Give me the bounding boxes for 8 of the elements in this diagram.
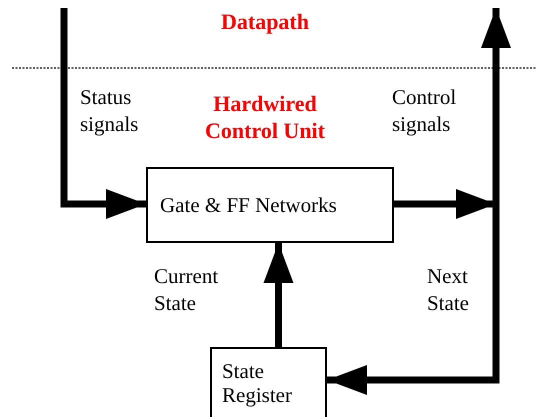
box-label: Gate & FF Networks bbox=[160, 193, 337, 217]
arrow bbox=[60, 8, 146, 219]
section-title: Hardwired Control Unit bbox=[204, 90, 326, 144]
process-box bbox=[146, 167, 394, 243]
box-label: State Register bbox=[222, 359, 293, 407]
arrow bbox=[264, 243, 294, 347]
process-box bbox=[210, 347, 327, 417]
section-title: Datapath bbox=[220, 8, 310, 35]
